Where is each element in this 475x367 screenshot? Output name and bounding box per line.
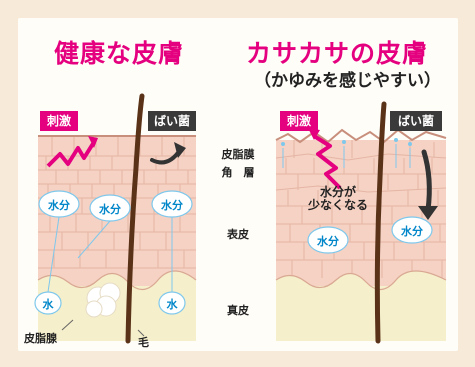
sebaceous-gland-shape	[85, 282, 121, 318]
right-cell-grid	[275, 140, 447, 278]
note-line-2: 少なくなる	[307, 198, 368, 212]
right-dermis	[276, 283, 446, 341]
label-hair: 毛	[138, 336, 149, 349]
left-water-label-3: 水分	[161, 199, 183, 212]
subtitle-itchy: （かゆみを感じやすい）	[254, 71, 441, 91]
tag-irritant-right: 刺激	[280, 111, 318, 131]
left-water-small-label-2: 水	[166, 298, 178, 311]
evaporation-lines	[282, 144, 411, 168]
tag-bacteria-right: ばい菌	[390, 111, 442, 131]
right-hair-shaft	[374, 101, 387, 344]
right-bacteria-arrow	[421, 149, 432, 213]
right-water-label-1: 水分	[317, 235, 339, 248]
label-epidermis: 表皮	[227, 228, 249, 241]
right-irritation-arrow	[312, 134, 342, 190]
left-water-label-2: 水分	[99, 203, 121, 216]
left-irritation-arrow	[46, 140, 96, 168]
left-cell-grid	[38, 136, 196, 269]
right-skin-diagram	[275, 101, 447, 344]
left-water-small-label-1: 水	[42, 298, 54, 311]
label-stratum-corneum: 角 層	[221, 166, 255, 179]
title-healthy-skin: 健康な皮膚	[54, 39, 185, 68]
right-water-label-2: 水分	[401, 225, 423, 238]
tag-irritant-left: 刺激	[40, 111, 78, 131]
label-dermis: 真皮	[227, 304, 249, 317]
label-sebum-film: 皮脂膜	[221, 148, 255, 161]
hair-shaft	[125, 93, 145, 344]
note-line-1: 水分が	[319, 185, 356, 199]
label-sebaceous-gland: 皮脂腺	[24, 332, 57, 345]
skin-illustration	[34, 93, 447, 344]
content-panel: 健康な皮膚 カサカサの皮膚 （かゆみを感じやすい） 刺激 ばい菌 刺激 ばい菌 …	[18, 18, 458, 351]
note-water-decreases: 水分が 少なくなる	[290, 186, 386, 212]
right-water-bubble-2	[391, 216, 433, 244]
right-water-bubble-1	[307, 226, 349, 254]
title-dry-skin: カサカサの皮膚	[246, 39, 429, 68]
right-epidermis	[276, 140, 446, 286]
left-skin-diagram	[34, 93, 197, 344]
tag-bacteria-left: ばい菌	[148, 111, 196, 131]
left-water-label-1: 水分	[48, 199, 70, 212]
